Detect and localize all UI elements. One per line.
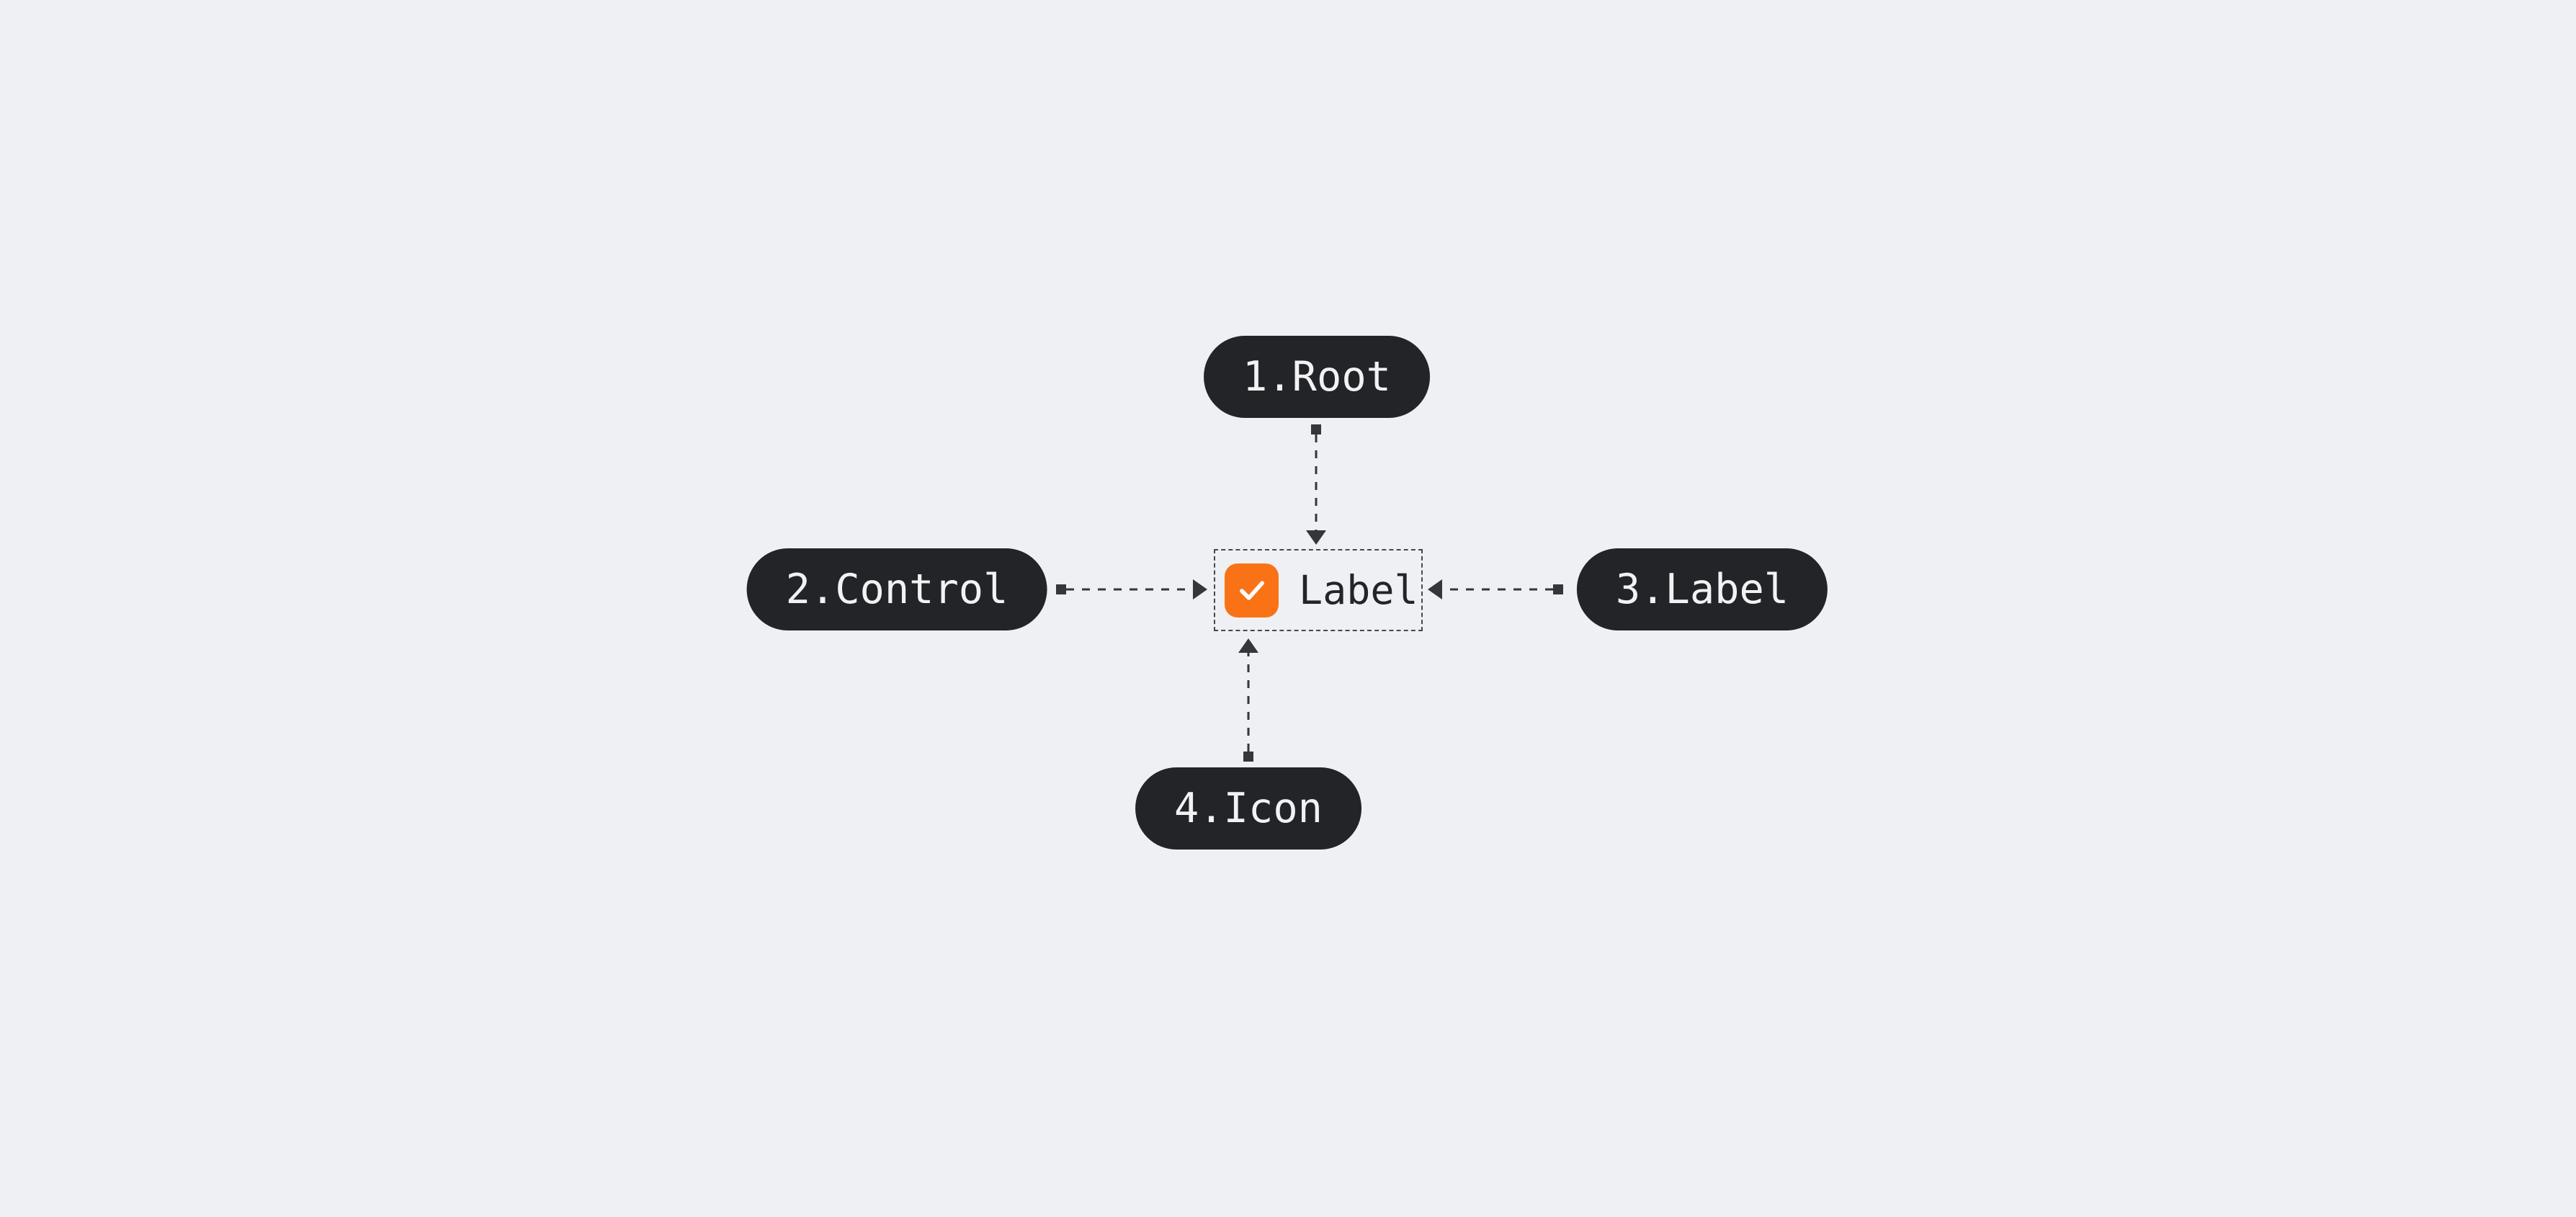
checkbox-control[interactable]	[1225, 563, 1279, 618]
callout-label: 3.Label	[1576, 548, 1828, 630]
connector-icon	[1238, 638, 1258, 762]
callout-root: 1.Root	[1204, 336, 1430, 418]
check-icon	[1239, 581, 1264, 600]
connector-label	[1428, 579, 1563, 599]
connector-control	[1056, 579, 1207, 599]
connector-root	[1306, 424, 1326, 545]
checkbox-label: Label	[1299, 567, 1418, 613]
callout-icon: 4.Icon	[1135, 767, 1361, 850]
callout-control: 2.Control	[746, 548, 1047, 630]
checkbox-root: Label	[1214, 549, 1423, 631]
